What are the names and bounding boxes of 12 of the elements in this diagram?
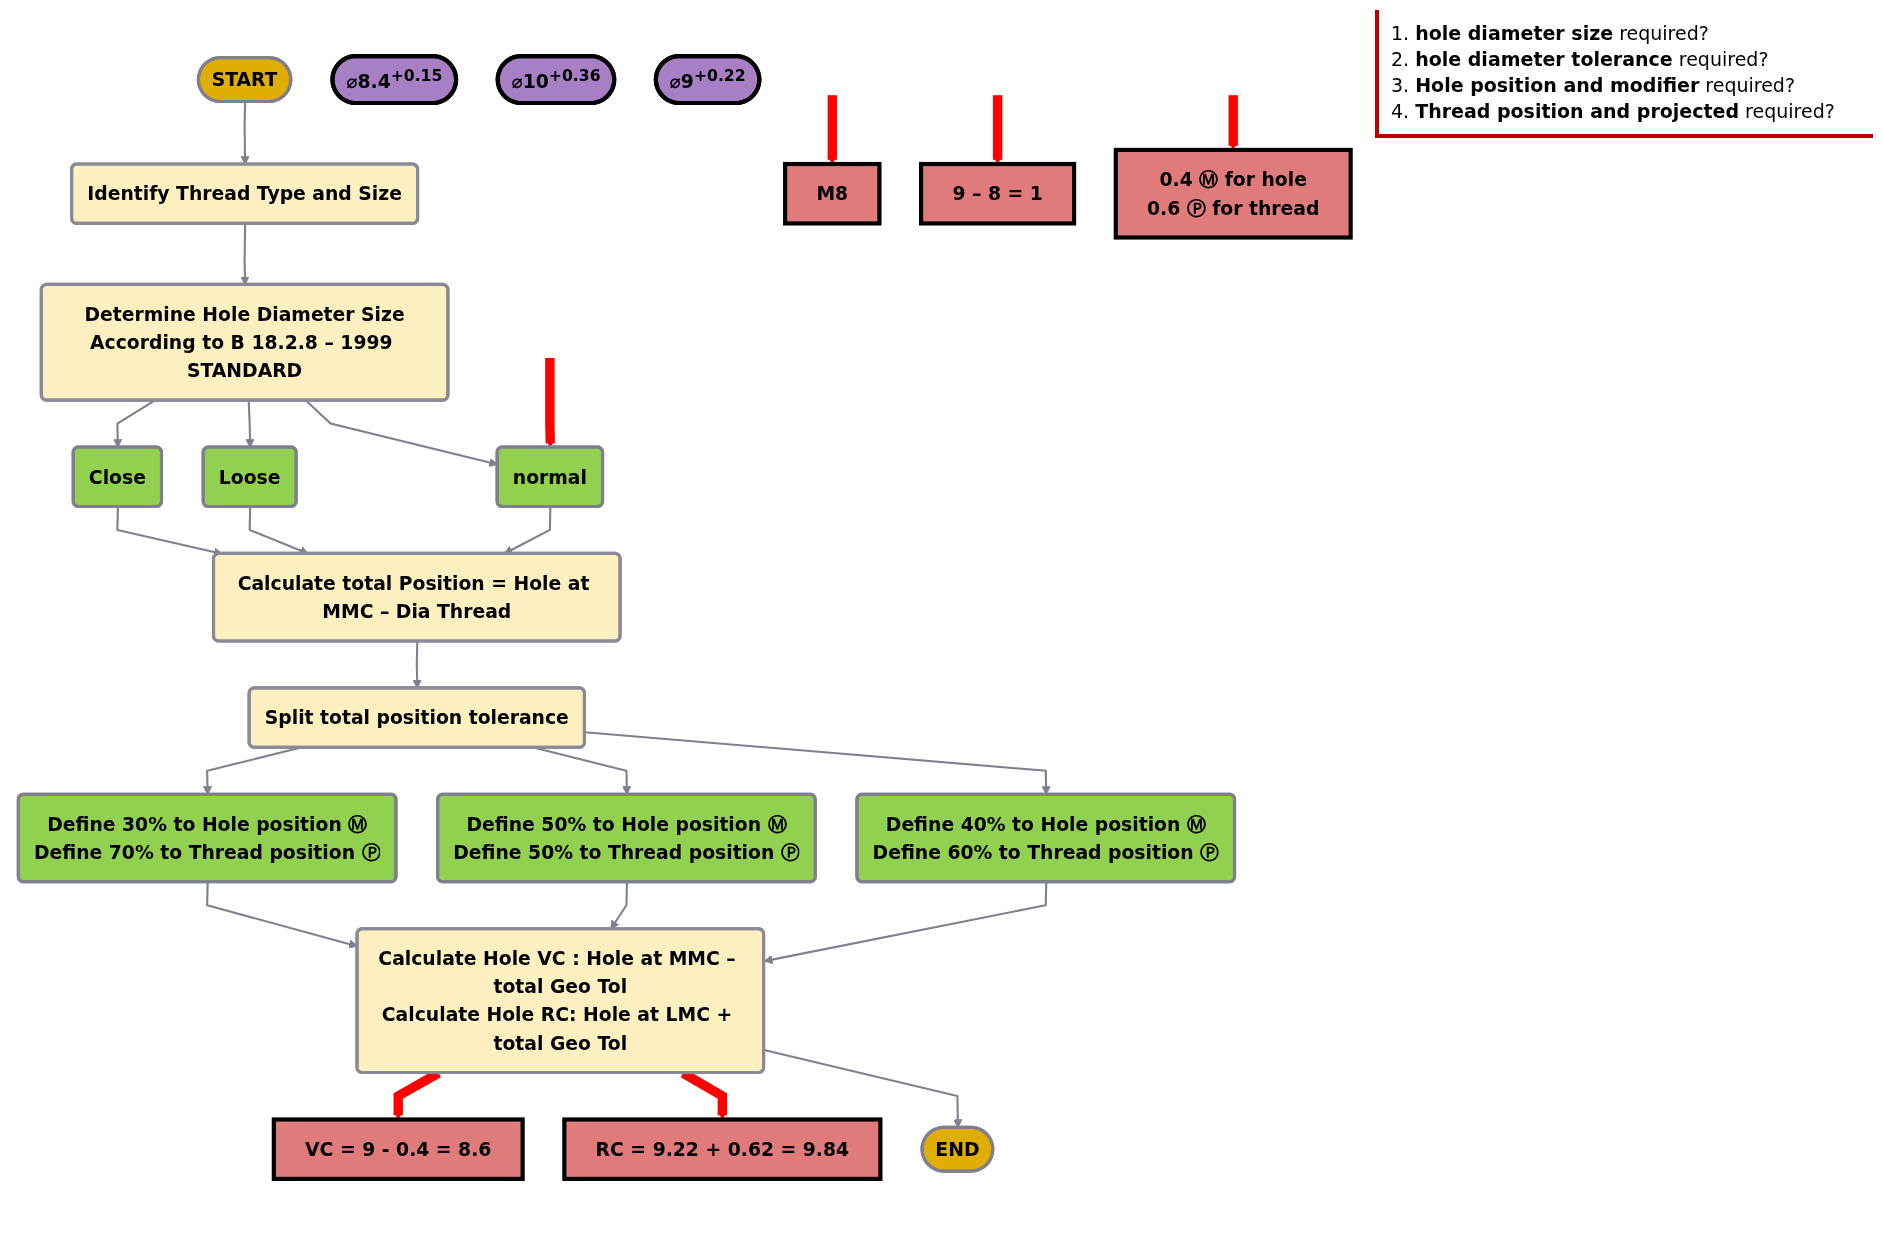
node-box: VC = 9 - 0.4 = 8.6 xyxy=(271,1117,525,1181)
note-text: 2. hole diameter tolerance required? xyxy=(1391,48,1770,70)
note-text: 3. Hole position and modifier required? xyxy=(1391,74,1796,96)
arrow xyxy=(245,400,255,448)
note-text: 4. Thread position and projected required? xyxy=(1391,100,1836,122)
note-text: 1. hole diameter size required? xyxy=(1391,22,1710,44)
node-box: 0.4 Ⓜ for hole 0.6 Ⓟ for thread xyxy=(1113,147,1353,240)
node-box: RC = 9.22 + 0.62 = 9.84 xyxy=(562,1117,883,1181)
node-box: 9 – 8 = 1 xyxy=(919,161,1077,226)
node-box: M8 xyxy=(783,161,882,226)
arrow xyxy=(545,357,555,448)
arrow xyxy=(240,101,250,165)
